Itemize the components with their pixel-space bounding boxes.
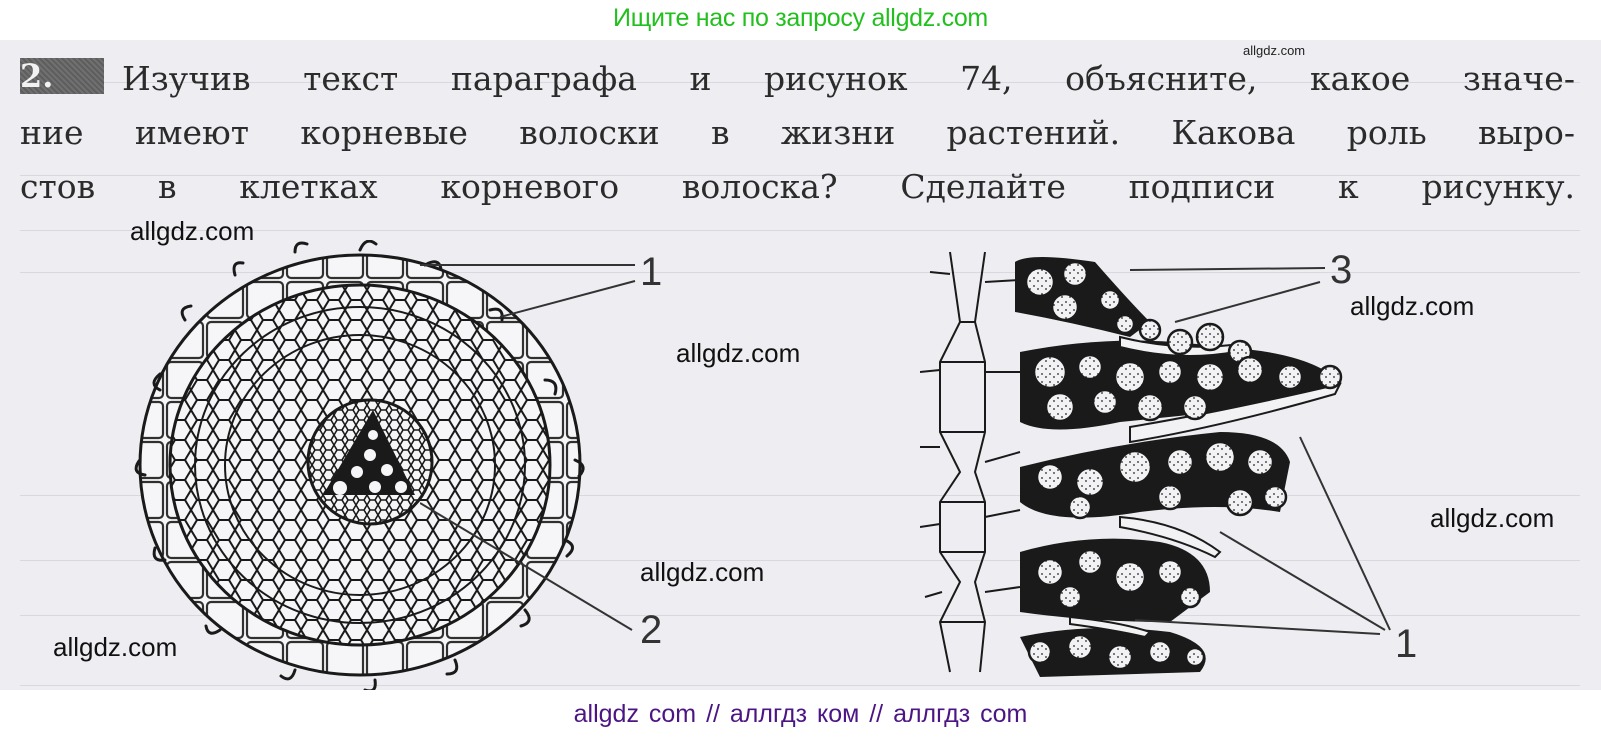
task-text: 2.Изучив текст параграфа и рисунок 74, о…	[20, 52, 1575, 214]
left-label-2: 2	[640, 608, 663, 652]
watermark-small: allgdz.com	[1243, 43, 1306, 58]
watermark: allgdz.com	[676, 338, 801, 368]
watermark: allgdz.com	[1350, 291, 1475, 321]
scan-line	[20, 175, 1580, 176]
watermark: allgdz.com	[53, 632, 178, 662]
bottom-banner: allgdz com // аллгдз ком // аллгдз com	[0, 690, 1601, 741]
scan-line	[20, 560, 1580, 561]
right-figure-leader-lines	[1130, 267, 1391, 635]
scan-line	[20, 230, 1580, 231]
scan-line	[20, 272, 1580, 273]
scan-line	[20, 685, 1580, 686]
left-label-1: 1	[640, 250, 663, 294]
top-banner-text: Ищите нас по запросу allgdz.com	[613, 4, 988, 32]
watermark: allgdz.com	[640, 557, 765, 587]
watermark: allgdz.com	[1430, 503, 1555, 533]
right-label-3: 3	[1330, 248, 1353, 292]
root-hair-figure	[920, 252, 1343, 677]
root-cross-section-figure	[134, 240, 585, 690]
scan-line	[20, 495, 1580, 496]
task-number-badge: 2.	[20, 58, 104, 94]
task-line-2: ние имеют корневые волоски в жизни расте…	[20, 113, 1575, 152]
watermark: allgdz.com	[130, 216, 255, 246]
task-line-1: 2.Изучив текст параграфа и рисунок 74, о…	[20, 57, 1575, 98]
left-figure-leader-lines	[420, 264, 636, 631]
task-line-3: стов в клетках корневого волоска? Сделай…	[20, 167, 1575, 206]
scan-line	[20, 82, 1580, 83]
bottom-banner-text: allgdz com // аллгдз ком // аллгдз com	[573, 700, 1028, 728]
top-banner: Ищите нас по запросу allgdz.com	[0, 0, 1601, 40]
right-label-1: 1	[1395, 622, 1418, 666]
scan-line	[20, 615, 1580, 616]
